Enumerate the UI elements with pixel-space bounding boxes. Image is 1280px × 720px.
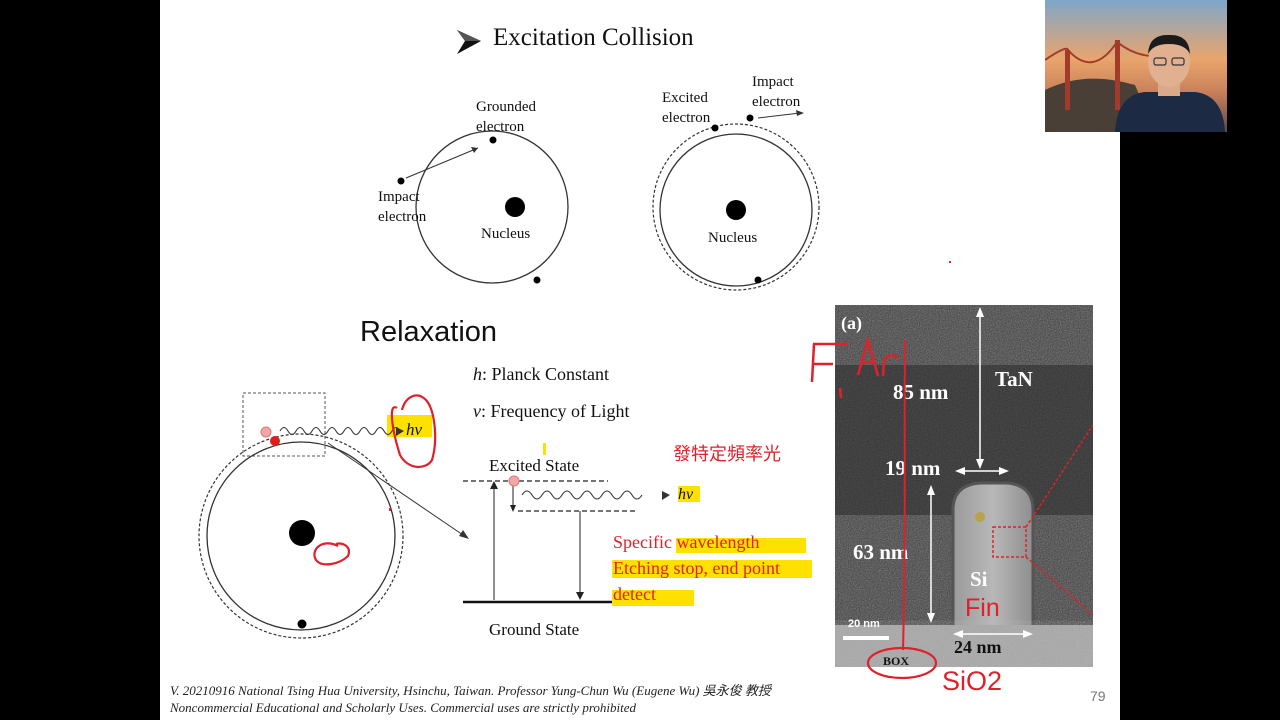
slide-title: Excitation Collision — [493, 24, 694, 51]
tan-label: TaN — [995, 367, 1033, 391]
tem-image: (a) TaN 85 nm 19 nm 63 nm Si 20 nm 24 nm… — [835, 305, 1093, 667]
red-line-3: detect — [613, 584, 656, 604]
chinese-note: 發特定頻率光 — [673, 444, 781, 464]
nucleus-label-right: Nucleus — [708, 230, 758, 246]
energy-level-diagram — [463, 475, 670, 604]
webcam-feed — [1045, 0, 1227, 132]
grounded-label: Grounded — [476, 99, 536, 115]
footer-line-2: Noncommercial Educational and Scholarly … — [170, 700, 637, 715]
h-symbol: h — [473, 364, 482, 384]
nm24-label: 24 nm — [954, 637, 1002, 657]
planck-text: : Planck Constant — [482, 364, 609, 384]
red-line-2: Etching stop, end point — [613, 558, 780, 578]
page-number: 79 — [1090, 688, 1106, 704]
ground-state-label: Ground State — [489, 620, 580, 639]
excited-label: Excited — [662, 90, 708, 106]
hv-label-right: hν — [678, 486, 694, 503]
nm63-label: 63 nm — [853, 540, 909, 564]
nm85-label: 85 nm — [893, 380, 949, 404]
frequency-text: : Frequency of Light — [481, 401, 630, 421]
footer-line-1: V. 20210916 National Tsing Hua Universit… — [170, 683, 771, 698]
impact-label: Impact — [378, 189, 420, 205]
highlight-1 — [676, 538, 806, 553]
red-explanation: Specific wavelength Etching stop, end po… — [613, 529, 780, 607]
excited-electron-label: electron — [662, 110, 711, 126]
tem-annotations — [810, 335, 938, 680]
presentation-slide: Excitation Collision Grounded electron I… — [160, 0, 1120, 720]
relaxation-heading: Relaxation — [360, 316, 498, 348]
grounded-electron-label: electron — [476, 119, 525, 135]
fin-annotation: Fin — [965, 594, 1000, 622]
scale-bar-label: 20 nm — [848, 618, 880, 630]
slide-footer: V. 20210916 National Tsing Hua Universit… — [170, 682, 771, 716]
nm19-label: 19 nm — [885, 456, 941, 480]
highlight-3 — [612, 590, 694, 606]
highlight-tick — [543, 443, 546, 455]
nu-symbol: ν — [473, 401, 481, 421]
si-label: Si — [970, 567, 988, 591]
red-dot — [949, 261, 951, 263]
tem-panel-label: (a) — [841, 313, 862, 333]
frequency-definition: ν: Frequency of Light — [473, 401, 629, 422]
impact-electron-label: electron — [378, 209, 427, 225]
sio2-annotation: SiO2 — [942, 666, 1003, 696]
webcam-video[interactable] — [1045, 0, 1227, 132]
planck-definition: h: Planck Constant — [473, 364, 609, 385]
hv-highlight-right — [678, 486, 700, 502]
box-label: BOX — [883, 654, 910, 667]
handwritten-annotations — [313, 394, 437, 566]
highlight-2 — [612, 560, 812, 578]
relaxation-atom-diagram — [198, 392, 469, 639]
arrow-bullet-icon — [457, 30, 481, 54]
excitation-collision-diagram — [397, 110, 820, 291]
tem-micrograph — [835, 305, 1093, 667]
red-line-1: Specific wavelength — [613, 532, 760, 552]
excited-state-label: Excited State — [489, 456, 580, 475]
impact-electron-label-right: electron — [752, 94, 801, 110]
nucleus-label-left: Nucleus — [481, 226, 531, 242]
impact-label-right: Impact — [752, 74, 794, 90]
hv-label-top: hν — [406, 420, 423, 439]
